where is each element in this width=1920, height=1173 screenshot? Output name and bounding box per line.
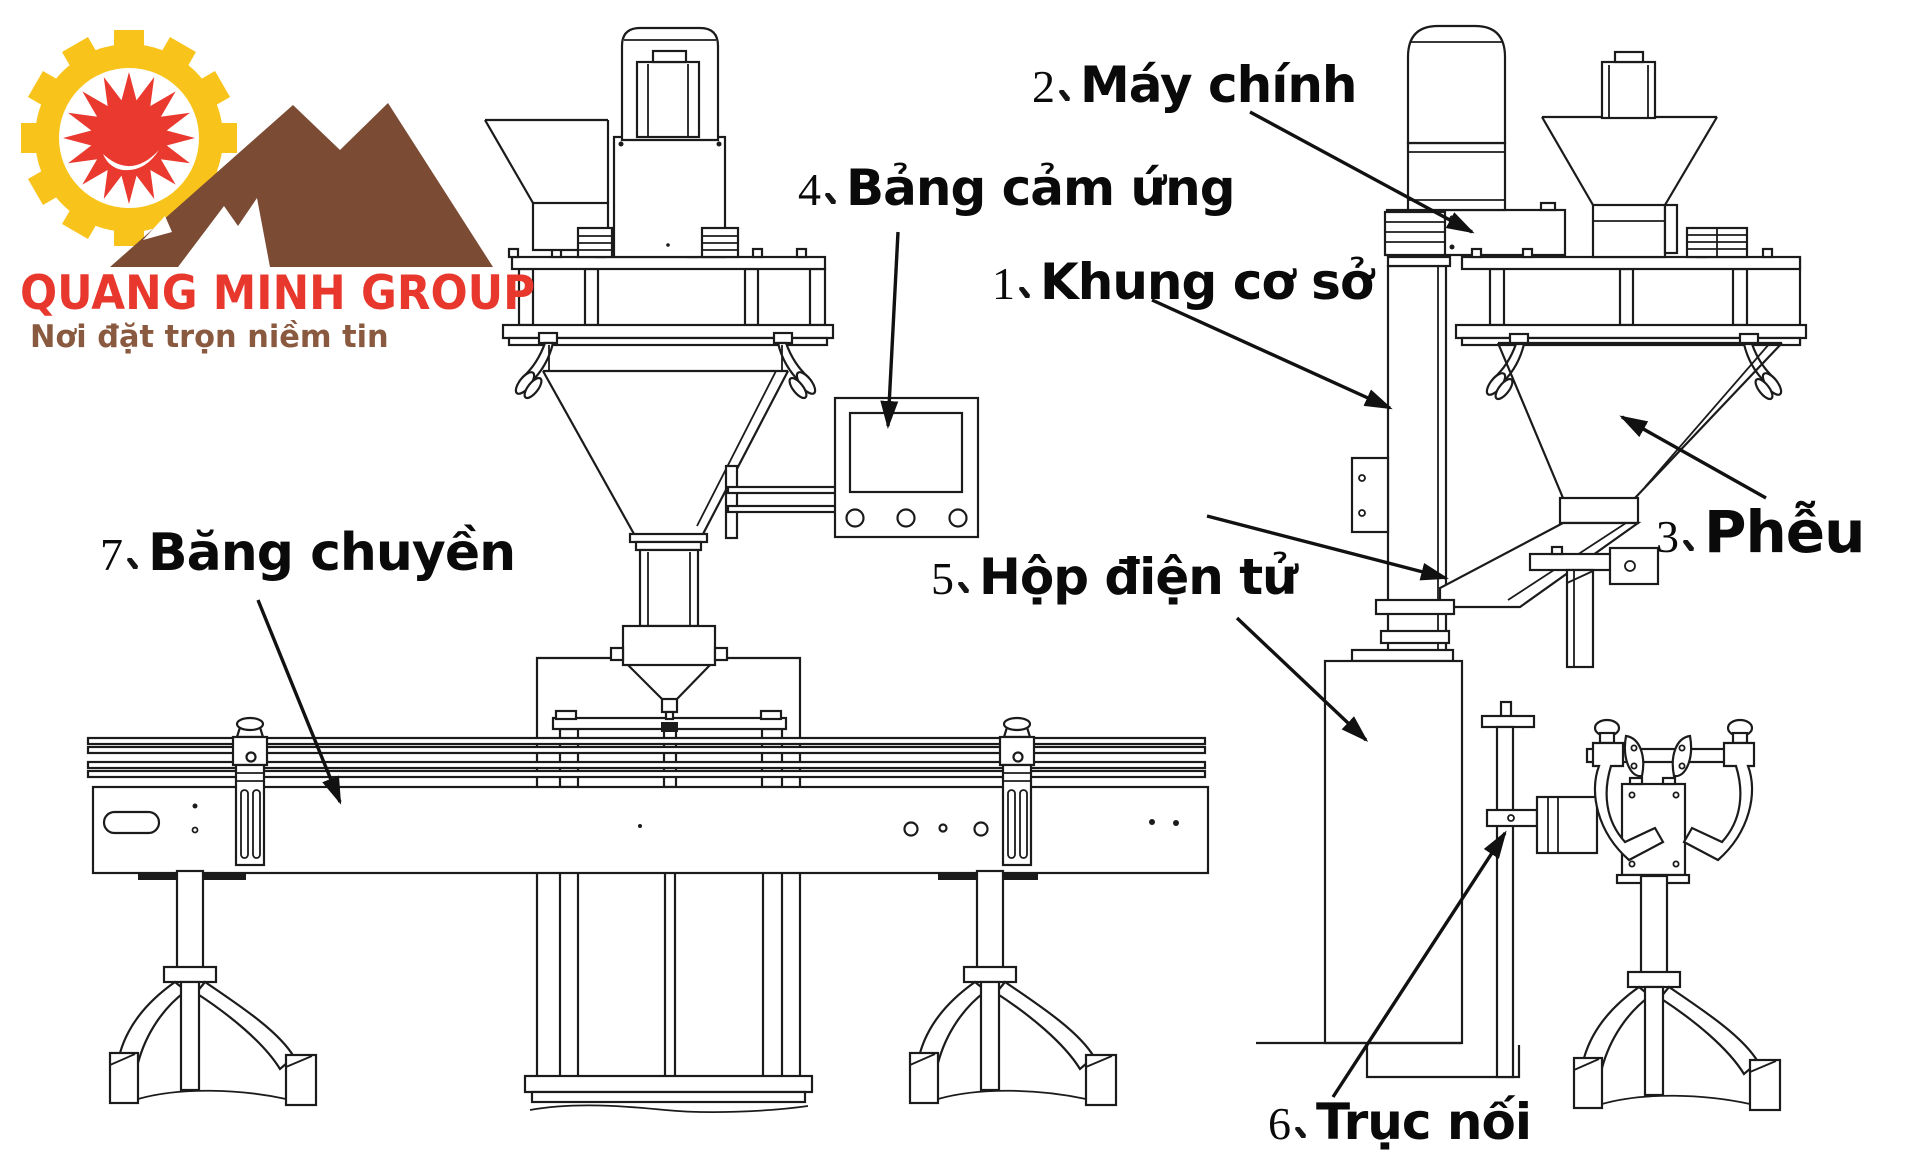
panel-button (948, 508, 968, 528)
ribbed-block (700, 226, 740, 259)
left-feed-hopper (484, 118, 740, 259)
logo-tagline: Nơi đặt trọn niềm tin (30, 319, 389, 355)
feed-hopper (1541, 50, 1718, 259)
sun-icon (63, 72, 195, 204)
left-cone-and-nozzle (542, 345, 789, 721)
filler-stand-legs (523, 873, 814, 1113)
touch-panel-screen (848, 411, 964, 494)
arrow-to-connecting-shaft (1331, 830, 1507, 1098)
connecting-shaft-drawing (1480, 700, 1539, 1079)
conveyor-drawing (86, 716, 1210, 1113)
arrow-to-funnel (1619, 415, 1767, 500)
left-platform-frame (501, 247, 835, 347)
label-number: 5 (931, 556, 979, 602)
c-clamp (1682, 718, 1756, 862)
ribbed-block (576, 226, 614, 259)
gear-sun-emblem (21, 30, 237, 246)
ideographic-comma (1059, 89, 1071, 102)
ideographic-comma (1683, 539, 1695, 552)
ideographic-comma (958, 581, 970, 594)
ribbed-block (1685, 226, 1749, 259)
main-machine-head (1383, 24, 1567, 268)
stand-base-step (1365, 1043, 1521, 1079)
left-machine-head (612, 26, 727, 259)
ideographic-comma (1295, 1126, 1307, 1139)
label-text: Trục nối (1316, 1093, 1532, 1151)
panel-button (845, 508, 865, 528)
arrow-to-electronic-box (1235, 616, 1369, 743)
panel-button (896, 508, 916, 528)
tripod-foot (908, 869, 1118, 1107)
arrow-to-spout (1206, 514, 1449, 581)
right-platform-frame (1454, 226, 1808, 347)
label-number: 4 (798, 167, 846, 213)
label-electronic-box: 5 Hộp điện tử (931, 548, 1298, 606)
label-number: 2 (1032, 64, 1080, 110)
label-number: 6 (1268, 1101, 1316, 1147)
company-logo (21, 30, 493, 267)
tripod-foot (1572, 874, 1782, 1112)
logo-company-name: QUANG MINH GROUP (20, 266, 536, 321)
guide-rails (86, 736, 1207, 779)
label-conveyor: 7 Băng chuyền (100, 523, 516, 583)
arrow-to-main-machine (1249, 110, 1475, 234)
label-text: Băng chuyền (148, 523, 516, 583)
label-number: 7 (100, 532, 148, 578)
label-text: Hộp điện tử (979, 548, 1298, 606)
label-number: 1 (992, 261, 1040, 307)
guide-clamp (998, 716, 1036, 867)
spout-bracket (1528, 545, 1660, 669)
tripod-foot (108, 869, 318, 1107)
mountains-icon (110, 103, 493, 267)
ideographic-comma (1019, 286, 1031, 299)
electronic-box-drawing (1323, 598, 1464, 1045)
left-filling-machine-drawing (484, 26, 980, 789)
label-main-machine: 2 Máy chính (1032, 56, 1358, 114)
touch-panel-drawing (724, 396, 980, 540)
container-clamp-machine (1535, 718, 1782, 1112)
arrow-to-base-frame (1151, 298, 1393, 410)
label-number: 3 (1656, 514, 1704, 560)
right-filling-machine-drawing (1256, 24, 1808, 1112)
label-text: Bảng cảm ứng (846, 159, 1236, 217)
arrow-to-conveyor (256, 599, 342, 805)
label-text: Khung cơ sở (1040, 253, 1374, 311)
label-base-frame: 1 Khung cơ sở (992, 253, 1374, 311)
ideographic-comma (825, 192, 837, 205)
label-touch-panel: 4 Bảng cảm ứng (798, 159, 1236, 217)
label-funnel: 3 Phễu (1656, 498, 1865, 566)
annotation-arrows (256, 110, 1767, 1098)
gear-icon (21, 30, 237, 246)
base-frame-column (1350, 264, 1448, 662)
label-text: Phễu (1704, 498, 1865, 566)
guide-clamp (231, 716, 269, 867)
arrow-to-touch-panel (880, 231, 900, 429)
ideographic-comma (127, 557, 139, 570)
label-connecting-shaft: 6 Trục nối (1268, 1093, 1532, 1151)
label-text: Máy chính (1080, 56, 1358, 114)
